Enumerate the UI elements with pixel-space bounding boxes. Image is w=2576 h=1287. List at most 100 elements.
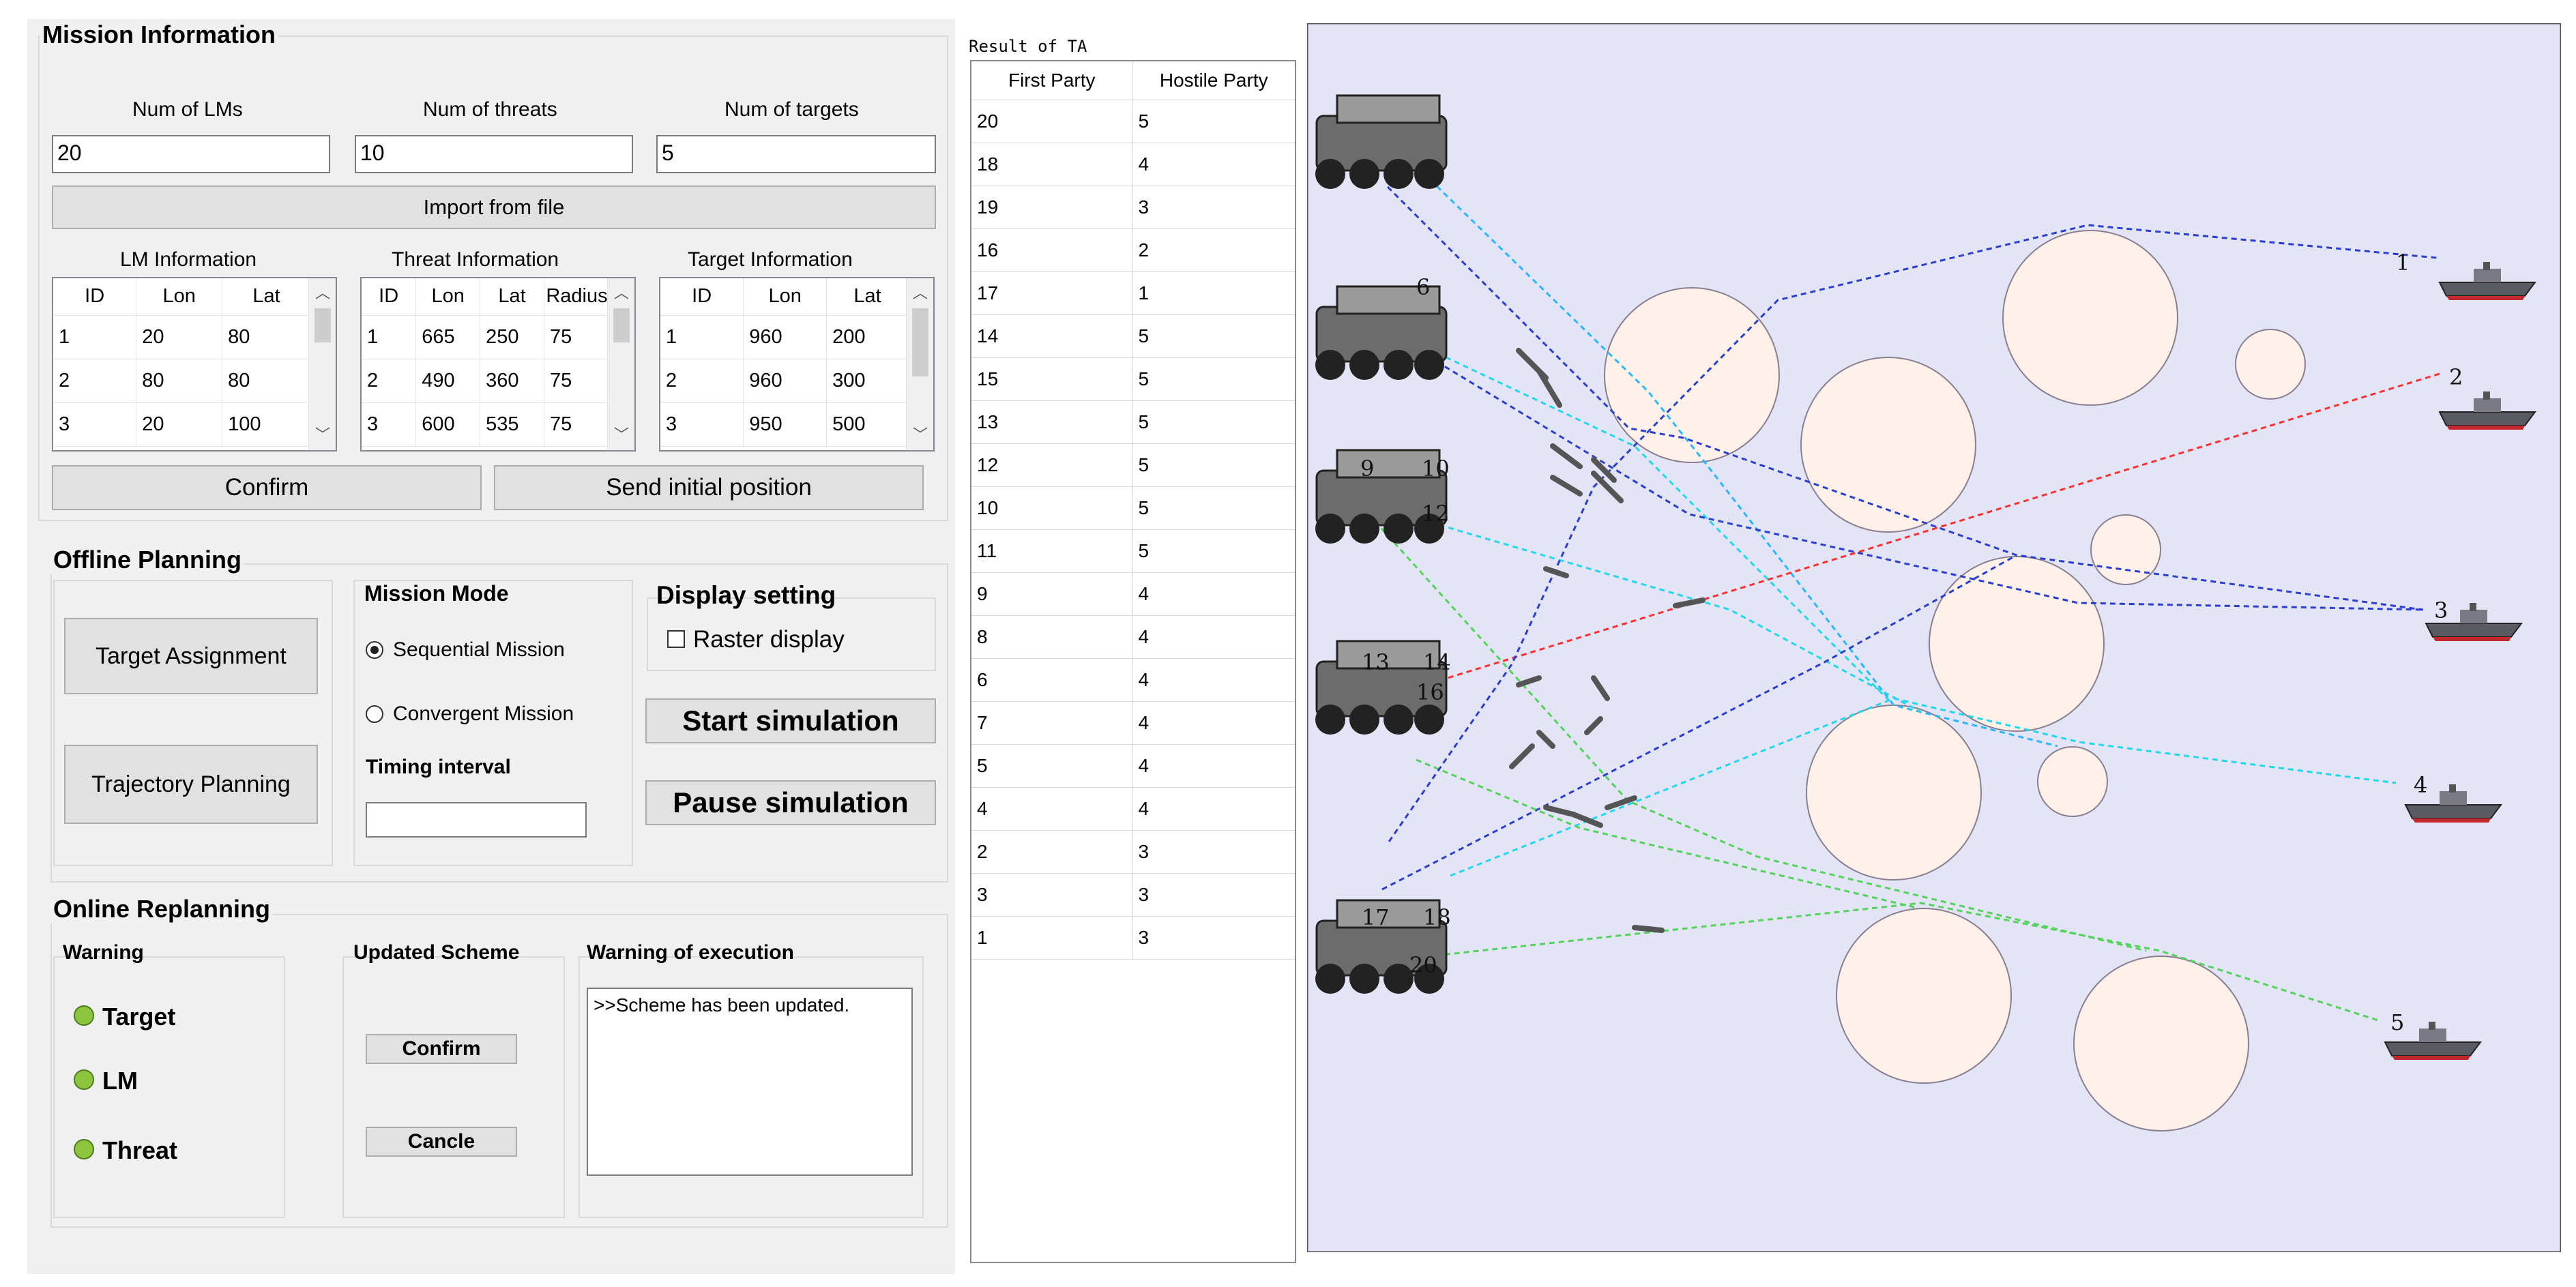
launcher-vehicle-icon — [1315, 94, 1448, 189]
cell: 3 — [362, 402, 417, 447]
target-assignment-button[interactable]: Target Assignment — [64, 618, 318, 694]
hostile-party-cell: 3 — [1132, 186, 1295, 229]
chevron-down-icon[interactable]: ﹀ — [912, 426, 928, 443]
cell: 250 — [480, 315, 544, 359]
start-simulation-label: Start simulation — [682, 705, 899, 737]
launcher-vehicle-icon — [1315, 449, 1448, 544]
pause-simulation-button[interactable]: Pause simulation — [645, 780, 936, 825]
execution-log-textarea[interactable]: >>Scheme has been updated. — [587, 988, 913, 1176]
first-party-cell: 4 — [971, 787, 1133, 831]
start-simulation-button[interactable]: Start simulation — [645, 698, 936, 743]
vehicle-label: 13 — [1362, 649, 1390, 675]
chevron-up-icon[interactable]: ︿ — [314, 284, 330, 301]
confirm-button[interactable]: Confirm — [52, 465, 482, 510]
scroll-thumb[interactable] — [613, 308, 630, 342]
num-threats-label: Num of threats — [423, 98, 557, 121]
first-party-cell: 5 — [971, 744, 1133, 788]
ship-icon — [2404, 784, 2502, 823]
cell: 20 — [136, 402, 223, 447]
num-targets-label: Num of targets — [724, 98, 859, 121]
timing-interval-input[interactable] — [366, 802, 587, 838]
scroll-thumb[interactable] — [912, 308, 928, 376]
cell: 3 — [53, 402, 137, 447]
threat-zone — [1806, 705, 1982, 881]
trajectory-line — [1381, 554, 2017, 891]
confirm-label: Confirm — [224, 474, 309, 501]
lm-grid-scrollbar[interactable]: ︿﹀ — [308, 278, 336, 450]
cell: 75 — [544, 315, 611, 359]
threat-grid-scrollbar[interactable]: ︿﹀ — [607, 278, 634, 450]
trajectory-lines — [1367, 158, 2440, 1022]
cell: 100 — [222, 402, 311, 447]
num-targets-input[interactable]: 5 — [656, 135, 936, 173]
sequential-mission-radio[interactable] — [366, 641, 383, 659]
threat-zone — [2073, 956, 2249, 1131]
chevron-up-icon[interactable]: ︿ — [912, 284, 928, 301]
vehicle-label: 12 — [1422, 501, 1450, 527]
ship-label: 5 — [2390, 1009, 2404, 1035]
chevron-up-icon[interactable]: ︿ — [613, 284, 629, 301]
send-initial-position-button[interactable]: Send initial position — [494, 465, 924, 510]
cell: 300 — [826, 359, 909, 403]
trajectory-line — [1450, 697, 2397, 877]
target-col-lon: Lon — [743, 278, 828, 316]
cell: 2 — [53, 359, 137, 403]
scheme-cancel-button[interactable]: Cancle — [366, 1127, 517, 1157]
threat-col-lon: Lon — [415, 278, 481, 316]
chevron-down-icon[interactable]: ﹀ — [613, 426, 629, 443]
convergent-mission-radio[interactable] — [366, 705, 383, 723]
scheme-confirm-button[interactable]: Confirm — [366, 1034, 517, 1064]
trajectory-planning-button[interactable]: Trajectory Planning — [64, 745, 318, 824]
target-information-title: Target Information — [688, 248, 853, 271]
first-party-cell: 11 — [971, 529, 1133, 573]
scroll-thumb[interactable] — [314, 308, 331, 342]
ship-icon — [2438, 391, 2536, 430]
num-threats-input[interactable]: 10 — [355, 135, 633, 173]
chevron-down-icon[interactable]: ﹀ — [314, 426, 330, 443]
import-from-file-button[interactable]: Import from file — [52, 186, 936, 229]
first-party-cell: 20 — [971, 100, 1133, 143]
first-party-cell: 18 — [971, 143, 1133, 186]
num-lms-input[interactable]: 20 — [52, 135, 330, 173]
trajectory-line — [1388, 224, 2438, 842]
target-grid-scrollbar[interactable]: ︿﹀ — [906, 278, 933, 450]
scheme-cancel-label: Cancle — [407, 1130, 475, 1153]
target-warning-label: Target — [102, 1003, 176, 1031]
raster-display-checkbox[interactable] — [667, 630, 685, 648]
